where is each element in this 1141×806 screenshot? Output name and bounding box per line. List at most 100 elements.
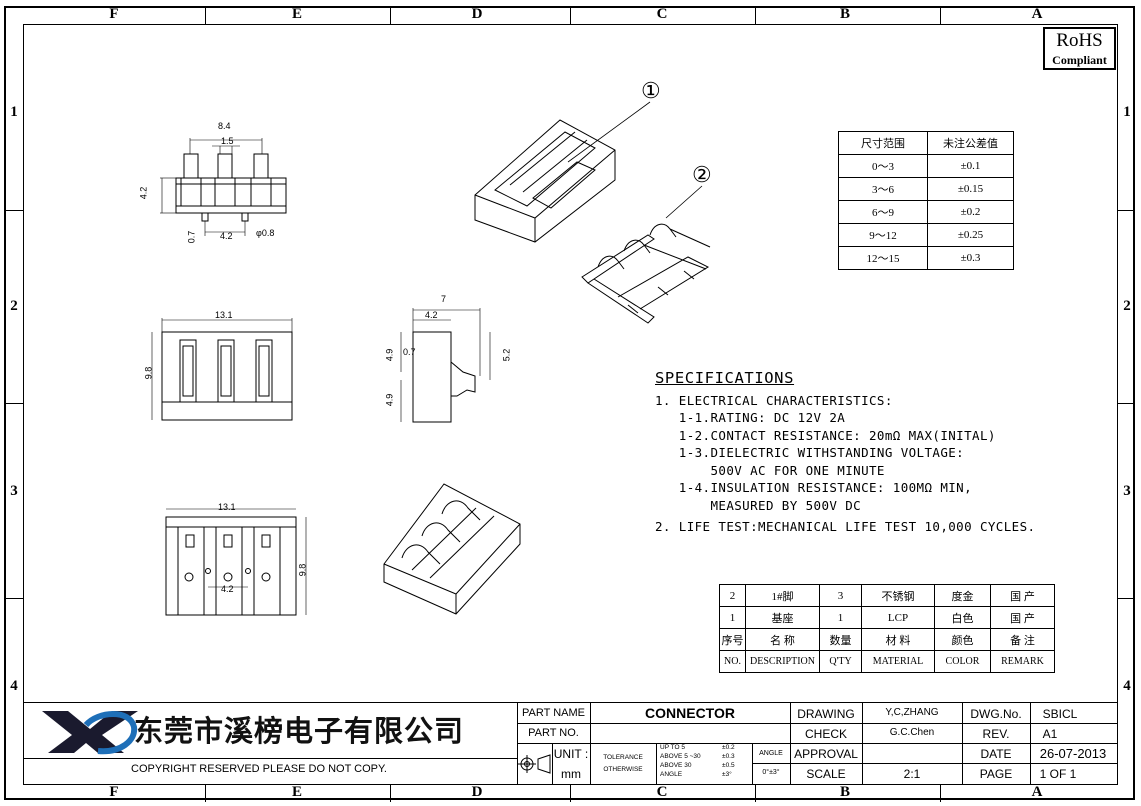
spec-lines: 1. ELECTRICAL CHARACTERISTICS: 1-1.RATIN… — [655, 392, 1035, 536]
unit-label: UNIT : — [553, 747, 589, 761]
bottom-view-drawing — [165, 508, 307, 616]
tol-range: 0～3 — [838, 154, 928, 178]
bom-cell: 2 — [719, 584, 746, 607]
zone-label-bottom: F — [109, 784, 119, 800]
dim-side-49a: 4.9 — [384, 348, 395, 362]
tolerance-label: TOLERANCE — [603, 754, 643, 761]
zone-label-right: 3 — [1123, 483, 1131, 499]
callout-1-leader — [567, 101, 651, 163]
zone-tick — [6, 598, 24, 599]
zone-label-top: E — [291, 6, 302, 22]
date-value: 26-07-2013 — [1039, 746, 1107, 761]
tol-range-line: ABOVE 5 ~30 — [660, 753, 701, 760]
zone-label-left: 2 — [10, 298, 18, 314]
zone-label-top: F — [109, 6, 119, 22]
projection-symbol-icon — [518, 754, 551, 774]
zone-tick — [390, 6, 391, 24]
tol-value: ±0.3 — [927, 246, 1014, 270]
bom-cell: NO. — [719, 650, 746, 673]
table-row: 3～6±0.15 — [838, 177, 1014, 201]
zone-tick — [755, 784, 756, 802]
zone-tick — [1117, 210, 1135, 211]
grid-line — [962, 703, 963, 785]
grid-line — [517, 703, 518, 785]
zone-label-bottom: D — [471, 784, 483, 800]
zone-label-bottom: A — [1031, 784, 1043, 800]
bom-cell: REMARK — [990, 650, 1055, 673]
drawing-label: DRAWING — [797, 707, 855, 721]
zone-tick — [6, 403, 24, 404]
zone-tick — [1117, 598, 1135, 599]
bom-cell: 国 产 — [990, 584, 1055, 607]
tol-range: 6～9 — [838, 200, 928, 224]
callout-2: ② — [692, 162, 712, 187]
zone-label-right: 4 — [1123, 678, 1131, 694]
spec-line: 1-4.INSULATION RESISTANCE: 100MΩ MIN, — [655, 480, 973, 495]
otherwise-label: OTHERWISE — [603, 766, 643, 773]
bom-cell: DESCRIPTION — [745, 650, 820, 673]
isometric-contacts-drawing — [581, 223, 711, 324]
zone-label-top: C — [656, 6, 668, 22]
zone-label-left: 3 — [10, 483, 18, 499]
angle-label: ANGLE — [759, 750, 783, 757]
spec-line: 500V AC FOR ONE MINUTE — [655, 462, 885, 478]
spec-line: 1-3.DIELECTRIC WITHSTANDING VOLTAGE: — [655, 445, 965, 460]
bom-cell: 序号 — [719, 628, 746, 651]
isometric-assembly-drawing — [383, 483, 521, 615]
grid-line — [1030, 703, 1031, 785]
table-row: 9～12±0.25 — [838, 223, 1014, 247]
zone-label-right: 1 — [1123, 104, 1131, 120]
angle-value: 0°±3° — [762, 769, 780, 776]
bom-cell: MATERIAL — [861, 650, 935, 673]
check-label: CHECK — [804, 727, 847, 741]
grid-line — [752, 743, 753, 785]
grid-line — [656, 743, 657, 785]
scale-value: 2:1 — [903, 767, 921, 781]
approval-label: APPROVAL — [794, 747, 858, 761]
zone-label-top: A — [1031, 6, 1043, 22]
spec-title: SPECIFICATIONS — [655, 369, 795, 387]
dim-side-49b: 4.9 — [384, 393, 395, 407]
tol-value: ±0.2 — [927, 200, 1014, 224]
zone-label-right: 2 — [1123, 298, 1131, 314]
company-logo — [42, 711, 138, 755]
dwg-no-label: DWG.No. — [970, 707, 1022, 721]
tol-range-value: ±3° — [722, 771, 732, 778]
side-view-drawing — [400, 308, 491, 423]
dim-side-42: 4.2 — [425, 310, 438, 320]
zone-label-bottom: B — [839, 784, 850, 800]
dim-front-height: 9.8 — [143, 366, 154, 380]
tolerance-values: ±0.2 ±0.3 ±0.5 ±3° — [722, 743, 735, 779]
rev-label: REV. — [982, 727, 1010, 741]
dim-top-42: 4.2 — [220, 231, 233, 241]
zone-tick — [570, 6, 571, 24]
grid-line — [517, 723, 1117, 724]
dim-bottom-width: 13.1 — [218, 502, 236, 512]
part-no-label: PART NO. — [528, 727, 579, 739]
dwg-no-value: SBICL — [1042, 707, 1078, 721]
callout-1: ① — [641, 78, 661, 103]
page-label: PAGE — [979, 767, 1013, 781]
title-divider — [24, 758, 517, 759]
company-name: 东莞市溪榜电子有限公司 — [134, 714, 465, 748]
tol-value: ±0.25 — [927, 223, 1014, 247]
callout-2-leader — [665, 185, 703, 219]
zone-label-left: 4 — [10, 678, 18, 694]
zone-label-bottom: E — [291, 784, 302, 800]
grid-line — [790, 763, 1118, 764]
date-label: DATE — [980, 747, 1012, 761]
spec-line: 2. LIFE TEST:MECHANICAL LIFE TEST 10,000… — [655, 519, 1036, 534]
tol-range-value: ±0.3 — [722, 753, 735, 760]
tol-value: ±0.1 — [927, 154, 1014, 178]
bom-cell: 基座 — [745, 606, 820, 629]
scale-label: SCALE — [806, 767, 846, 781]
zone-tick — [755, 6, 756, 24]
bom-cell: 材 料 — [861, 628, 935, 651]
table-row: 6～9±0.2 — [838, 200, 1014, 224]
tolerance-header: 尺寸范围 未注公差值 — [838, 131, 1014, 155]
grid-line — [790, 703, 791, 785]
tolerance-table: 尺寸范围 未注公差值 0～3±0.1 3～6±0.15 6～9±0.2 9～12… — [838, 131, 1014, 270]
dim-top-height: 4.2 — [138, 186, 149, 200]
dim-top-width: 8.4 — [218, 121, 231, 131]
part-name-value: CONNECTOR — [645, 705, 735, 721]
